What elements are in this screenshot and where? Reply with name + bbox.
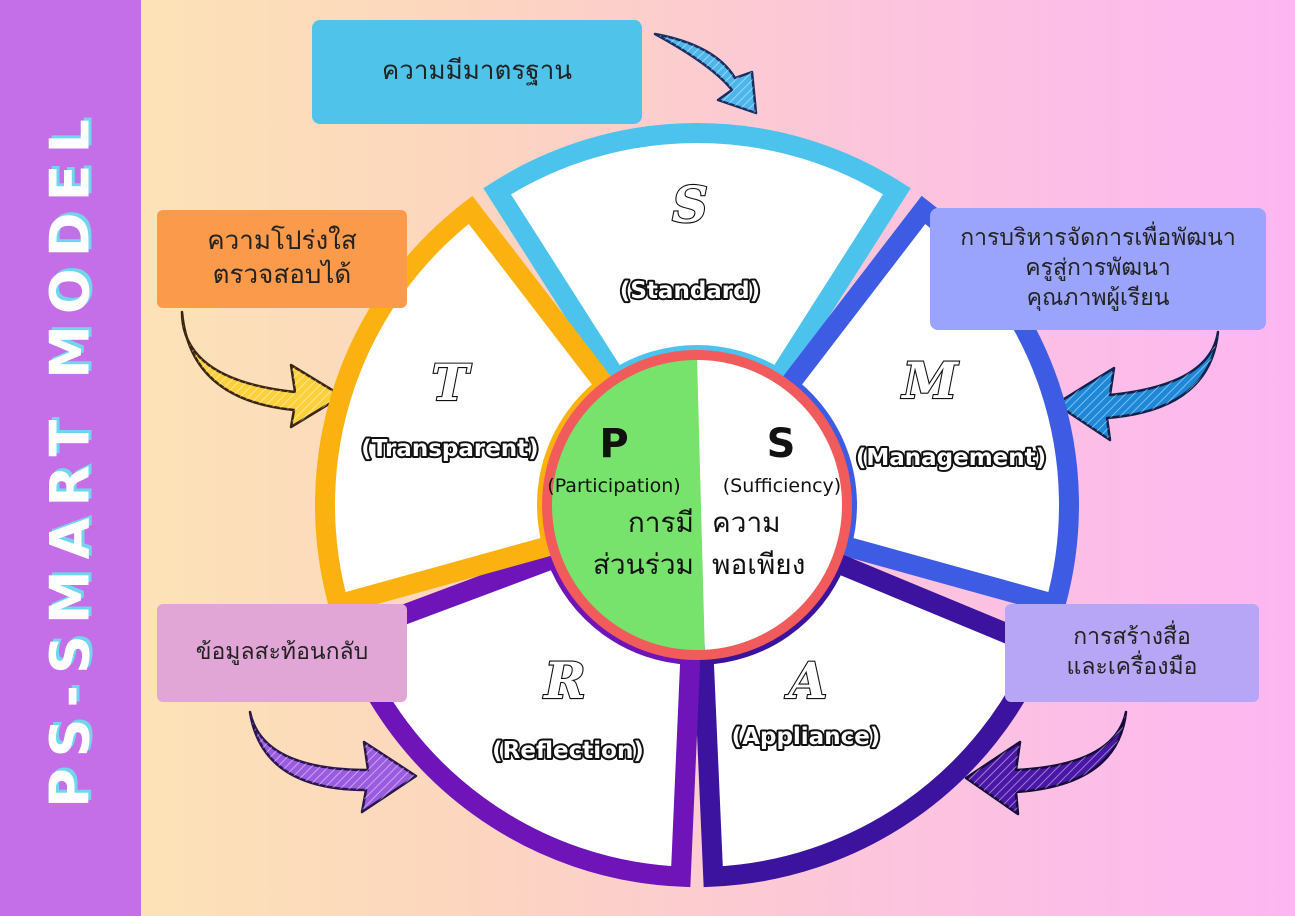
segment-label-transparent: (Transparent) bbox=[361, 436, 538, 462]
segment-label-reflection: (Reflection) bbox=[492, 738, 644, 764]
info-box-management: การบริหารจัดการเพื่อพัฒนา ครูสู่การพัฒนา… bbox=[930, 208, 1266, 330]
arrow-left-icon bbox=[964, 710, 1128, 816]
info-box-transparent: ความโปร่งใส ตรวจสอบได้ bbox=[157, 210, 407, 308]
center-thai-participation-line2: ส่วนร่วม bbox=[593, 548, 694, 581]
title-sidebar: PS-SMART MODEL bbox=[0, 0, 141, 916]
arrow-down-right-icon bbox=[653, 32, 758, 115]
info-box-management-line: คุณภาพผู้เรียน bbox=[1026, 284, 1170, 311]
info-box-transparent-line: ตรวจสอบได้ bbox=[212, 260, 352, 290]
segment-label-management: (Management) bbox=[856, 445, 1046, 471]
info-box-management-line: ครูสู่การพัฒนา bbox=[1025, 255, 1171, 282]
segment-label-appliance: (Appliance) bbox=[732, 724, 881, 750]
center-thai-participation-line1: การมี bbox=[628, 506, 694, 539]
segment-letter-appliance: A bbox=[785, 651, 828, 710]
sufficiency-half bbox=[697, 354, 852, 655]
center-english-participation: (Participation) bbox=[547, 475, 680, 497]
info-box-standard: ความมีมาตรฐาน bbox=[312, 20, 642, 124]
info-box-management-line: การบริหารจัดการเพื่อพัฒนา bbox=[960, 225, 1236, 252]
segment-letter-management: M bbox=[900, 351, 959, 410]
info-box-standard-line: ความมีมาตรฐาน bbox=[381, 56, 573, 87]
center-thai-sufficiency-line2: พอเพียง bbox=[712, 548, 805, 581]
arrow-left-icon bbox=[1054, 330, 1220, 442]
center-circle bbox=[542, 350, 852, 660]
center-letter-s: S bbox=[767, 421, 796, 467]
center-ring bbox=[542, 350, 852, 660]
segment-label-standard: (Standard) bbox=[620, 278, 760, 304]
info-box-transparent-line: ความโปร่งใส bbox=[207, 226, 357, 257]
segment-letter-transparent: T bbox=[431, 353, 472, 412]
arrow-right-icon bbox=[180, 310, 344, 429]
segment-letter-standard: S bbox=[672, 175, 708, 234]
segment-letter-reflection: R bbox=[542, 651, 586, 710]
info-box-reflection: ข้อมูลสะท้อนกลับ bbox=[157, 604, 407, 702]
info-box-appliance-line: และเครื่องมือ bbox=[1066, 654, 1198, 680]
info-box-reflection-line: ข้อมูลสะท้อนกลับ bbox=[195, 639, 369, 666]
info-box-appliance: การสร้างสื่อ และเครื่องมือ bbox=[1005, 604, 1259, 702]
info-box-appliance-line: การสร้างสื่อ bbox=[1073, 624, 1191, 651]
participation-half bbox=[550, 355, 705, 656]
center-thai-sufficiency-line1: ความ bbox=[712, 506, 781, 539]
center-english-sufficiency: (Sufficiency) bbox=[723, 475, 841, 497]
center-letter-p: P bbox=[599, 421, 628, 467]
arrow-right-icon bbox=[248, 710, 418, 814]
